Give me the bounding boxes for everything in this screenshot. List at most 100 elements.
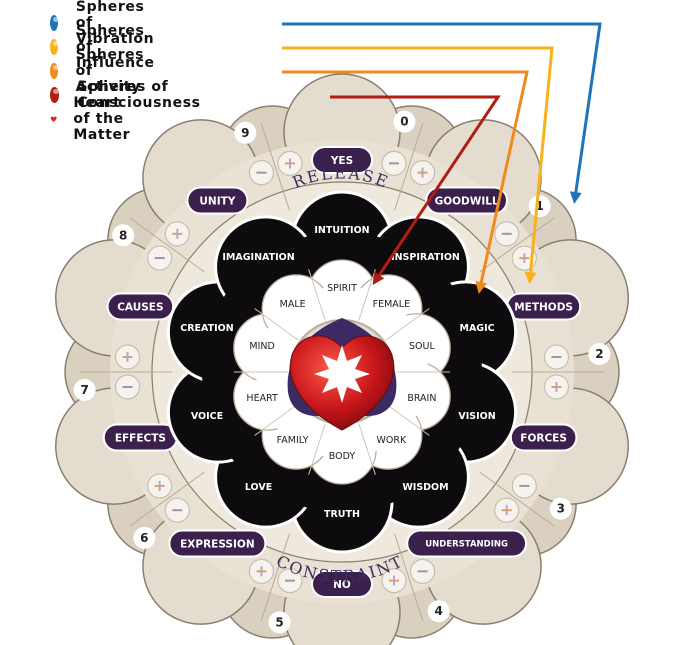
sphere-number: 3: [557, 502, 565, 516]
sphere-number: 4: [434, 604, 442, 618]
vibration-arrow: [282, 22, 602, 204]
sphere-number: 9: [241, 126, 249, 140]
plus-sphere-icon[interactable]: [409, 160, 436, 186]
petal-divider: [308, 269, 326, 321]
sector-divider: [260, 533, 290, 622]
sphere-pill-unity[interactable]: UNITY: [186, 186, 249, 215]
heart-icon: [50, 116, 57, 122]
sector-divider: [129, 217, 205, 273]
minus-sphere-icon[interactable]: [277, 568, 303, 594]
sphere-pill-label: UNDERSTANDING: [425, 540, 508, 550]
minus-sphere-icon[interactable]: [543, 344, 570, 370]
activity-label: VISION: [458, 411, 495, 422]
sphere-pill-label: NO: [333, 579, 351, 591]
star-icon: [314, 345, 370, 403]
plus-sphere-icon[interactable]: [494, 497, 520, 523]
sphere-number: 1: [535, 199, 543, 213]
activity-label: CREATION: [180, 323, 233, 334]
sector-divider: [394, 533, 424, 622]
activity-label: WISDOM: [402, 482, 448, 493]
consciousness-label: MALE: [280, 299, 306, 310]
sphere-pill-label: METHODS: [514, 301, 573, 313]
sphere-pill-no[interactable]: NO: [311, 570, 373, 598]
minus-sphere-icon[interactable]: [147, 245, 173, 271]
consciousness-label: SOUL: [409, 341, 435, 352]
sphere-pill-label: YES: [330, 155, 353, 167]
sphere-pill-label: CAUSES: [117, 301, 163, 313]
legend-item-influence: Spheres of Influence: [50, 23, 163, 71]
activity-label: INTUITION: [314, 225, 369, 236]
consciousness-arrow: [330, 95, 501, 285]
number-badge: [393, 110, 416, 133]
minus-sphere-icon[interactable]: [409, 558, 436, 584]
number-badge: [588, 343, 611, 366]
legend-item-vibration: Spheres of Vibration: [50, 0, 162, 47]
legend-item-activity: Spheres of Activity: [50, 47, 153, 95]
minus-sphere-icon[interactable]: [511, 473, 537, 499]
minus-sphere-icon[interactable]: [381, 150, 407, 176]
minus-sphere-icon[interactable]: [164, 497, 190, 523]
number-badge: [427, 600, 450, 623]
legend-label: Heart of the Matter: [73, 95, 131, 143]
legend-label: Spheres of Activity: [75, 47, 145, 95]
sphere-pill-expression[interactable]: EXPRESSION: [168, 529, 267, 558]
consciousness-label: MIND: [249, 341, 274, 352]
minus-sphere-icon[interactable]: [248, 160, 275, 186]
consciousness-label: FAMILY: [277, 435, 309, 446]
blue-sphere-icon: [50, 15, 59, 31]
consciousness-label: HEART: [246, 393, 278, 404]
petal-divider: [385, 308, 430, 341]
sphere-pill-effects[interactable]: EFFECTS: [102, 423, 178, 452]
sphere-pill-label: EFFECTS: [115, 433, 166, 445]
activity-label: LOVE: [245, 482, 272, 493]
sphere-pill-methods[interactable]: METHODS: [506, 292, 582, 321]
plus-sphere-icon[interactable]: [164, 221, 190, 247]
consciousness-label: BODY: [329, 451, 356, 462]
sphere-number: 2: [595, 347, 603, 361]
plus-sphere-icon[interactable]: [543, 374, 570, 400]
plus-sphere-icon[interactable]: [248, 558, 275, 584]
consciousness-label: BRAIN: [407, 393, 436, 404]
consciousness-label: WORK: [377, 435, 407, 446]
influence-arrow: [282, 46, 554, 284]
sphere-pill-understanding[interactable]: UNDERSTANDING: [406, 529, 528, 558]
legend-label: Spheres of Consciousness: [77, 79, 201, 111]
plus-sphere-icon[interactable]: [147, 473, 173, 499]
sector-divider: [479, 217, 555, 273]
petal-divider: [385, 403, 430, 436]
sphere-number: 5: [275, 615, 283, 629]
number-badge: [133, 526, 156, 549]
petal-divider: [358, 423, 376, 475]
sphere-pill-goodwill[interactable]: GOODWILL: [425, 186, 509, 215]
activity-label: INSPIRATION: [391, 252, 460, 263]
sector-divider: [129, 471, 205, 527]
activity-label: MAGIC: [459, 323, 494, 334]
legend-item-consciousness: Spheres of Consciousness: [50, 79, 207, 111]
orange-sphere-icon: [50, 63, 59, 79]
petal-divider: [308, 423, 326, 475]
consciousness-label: FEMALE: [373, 299, 410, 310]
minus-sphere-icon[interactable]: [494, 221, 520, 247]
sphere-number: 8: [119, 228, 127, 242]
sphere-pill-yes[interactable]: YES: [311, 146, 373, 174]
petal-divider: [358, 269, 376, 321]
plus-sphere-icon[interactable]: [277, 150, 303, 176]
number-badge: [549, 497, 572, 520]
heart-of-the-matter: [287, 318, 397, 431]
number-badge: [112, 224, 135, 247]
plus-sphere-icon[interactable]: [381, 568, 407, 594]
minus-sphere-icon[interactable]: [114, 374, 141, 400]
sector-divider: [260, 122, 290, 211]
sphere-pill-forces[interactable]: FORCES: [509, 423, 578, 452]
legend-item-heart: Heart of the Matter: [50, 95, 141, 143]
sphere-pill-causes[interactable]: CAUSES: [106, 292, 175, 321]
legend-label: Spheres of Vibration: [75, 0, 155, 47]
activity-arrow: [282, 70, 529, 294]
sphere-pill-label: UNITY: [199, 195, 235, 207]
plus-sphere-icon[interactable]: [114, 344, 141, 370]
number-badge: [234, 121, 257, 144]
legend-label: Spheres of Influence: [75, 23, 155, 71]
sphere-number: 6: [140, 531, 148, 545]
sphere-pill-label: EXPRESSION: [180, 539, 255, 551]
sphere-pill-label: FORCES: [520, 433, 567, 445]
